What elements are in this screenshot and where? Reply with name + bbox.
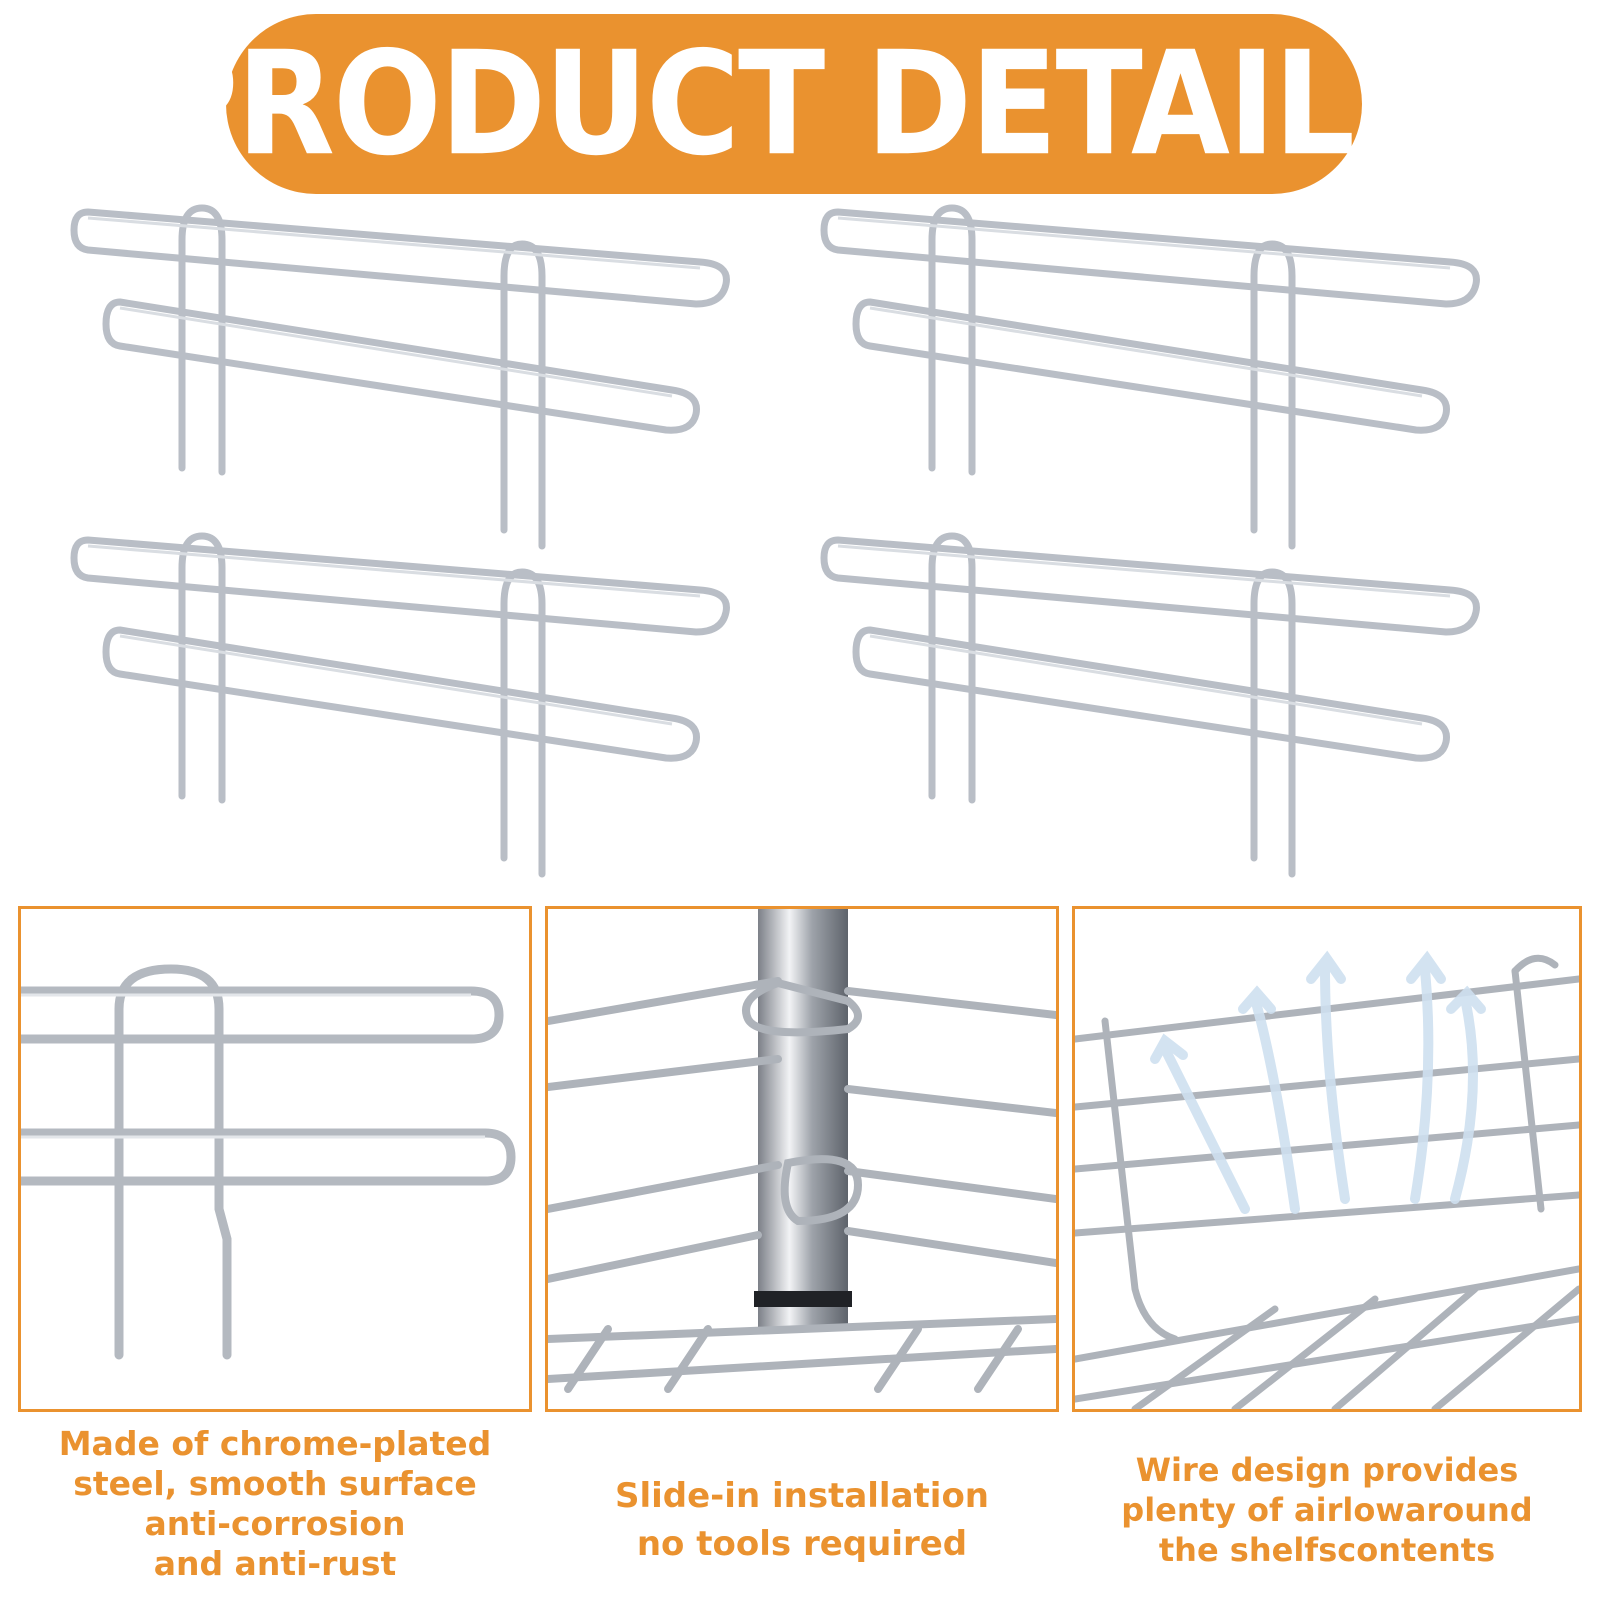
airflow-shelf-image [1075, 950, 1579, 1409]
post-installation-image [548, 909, 1056, 1393]
caption-airflow: Wire design provides plenty of airlowaro… [1072, 1450, 1582, 1570]
airflow-arrows-icon [1150, 950, 1486, 1214]
shelf-ledge-1 [70, 204, 730, 550]
caption-installation: Slide-in installation no tools required [545, 1472, 1059, 1568]
detail-panel-material [18, 906, 532, 1412]
caption-line: and anti-rust [153, 1544, 397, 1583]
shelf-ledge-3 [70, 532, 730, 878]
caption-line: anti-corrosion [144, 1504, 406, 1543]
shelf-ledge-image-4 [820, 532, 1480, 878]
caption-line: Wire design provides [1135, 1451, 1519, 1489]
banner-title: PRODUCT DETAILS [144, 20, 1446, 188]
caption-line: the shelfscontents [1158, 1531, 1496, 1569]
caption-line: no tools required [636, 1524, 968, 1564]
caption-line: plenty of airlowaround [1121, 1491, 1533, 1529]
shelf-ledge-4 [820, 532, 1480, 878]
caption-line: Slide-in installation [614, 1476, 990, 1516]
caption-line: Made of chrome-plated [58, 1424, 492, 1463]
detail-panel-installation [545, 906, 1059, 1412]
hook-closeup-image [21, 964, 516, 1360]
shelf-ledge-image-2 [820, 204, 1480, 550]
shelf-ledge-2 [820, 204, 1480, 550]
title-banner: PRODUCT DETAILS [145, 14, 1445, 194]
caption-line: steel, smooth surface [73, 1464, 477, 1503]
shelf-ledge-image-3 [70, 532, 730, 878]
shelf-ledge-image-1 [70, 204, 730, 550]
caption-material: Made of chrome-plated steel, smooth surf… [18, 1424, 532, 1584]
detail-panel-airflow [1072, 906, 1582, 1412]
